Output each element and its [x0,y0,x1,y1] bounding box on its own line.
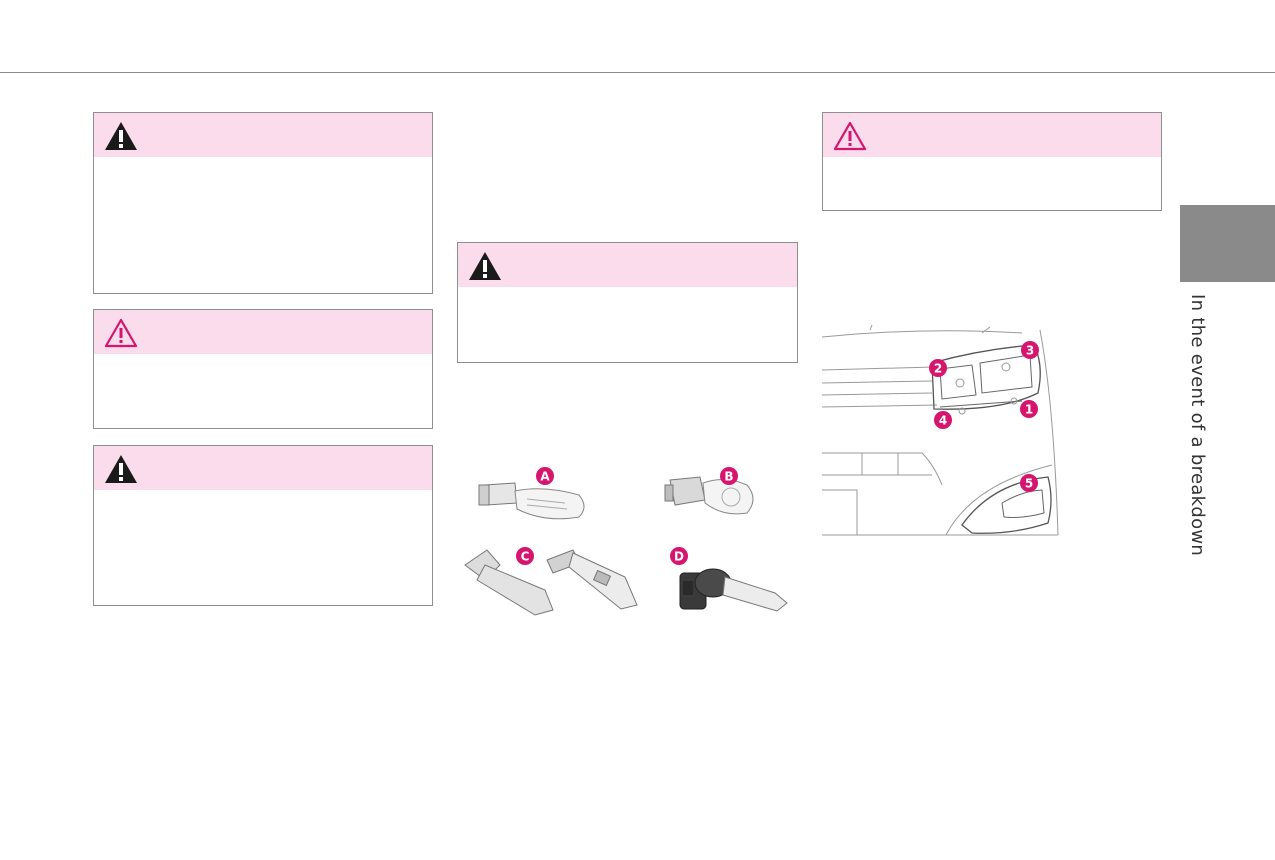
svg-text:D: D [674,550,684,564]
bulb-label-d: D [670,547,688,565]
headlamp-label-3: 3 [1021,341,1039,359]
headlamp-figure: 1 2 3 4 5 [822,325,1059,536]
warning-filled-icon [469,252,501,280]
bulb-d-illustration [679,568,788,612]
bulb-label-b: B [720,467,738,485]
svg-text:1: 1 [1025,403,1033,417]
headlamp-label-4: 4 [934,411,952,429]
caution-box-2 [822,112,1162,211]
svg-text:3: 3 [1026,344,1034,358]
svg-text:C: C [521,550,530,564]
caution-box-1-header [94,310,432,354]
svg-text:4: 4 [939,414,947,428]
headlamp-label-1: 1 [1020,400,1038,418]
top-rule [0,72,1275,73]
svg-text:A: A [540,470,550,484]
bulb-types-figure: A B C D [464,467,788,616]
bulb-c-illustration [464,549,638,616]
bulb-a-illustration [478,482,585,520]
bulb-b-illustration [664,476,754,515]
caution-box-2-header [823,113,1161,157]
headlamp-label-2: 2 [929,359,947,377]
warning-filled-icon [105,122,137,150]
bulb-label-c: C [516,547,534,565]
caution-box-1 [93,309,433,429]
bulb-label-a: A [536,467,554,485]
svg-text:5: 5 [1025,477,1033,491]
headlamp-label-5: 5 [1020,474,1038,492]
warning-filled-icon [105,455,137,483]
danger-box-1-header [94,113,432,157]
danger-box-2-header [94,446,432,490]
danger-box-2 [93,445,433,606]
svg-text:B: B [724,470,733,484]
svg-text:2: 2 [934,362,942,376]
section-tab [1180,205,1275,282]
warning-outline-icon [833,121,867,151]
danger-box-3 [457,242,798,363]
danger-box-3-header [458,243,797,287]
warning-outline-icon [104,318,138,348]
danger-box-1 [93,112,433,294]
section-tab-label: In the event of a breakdown [1187,294,1208,557]
